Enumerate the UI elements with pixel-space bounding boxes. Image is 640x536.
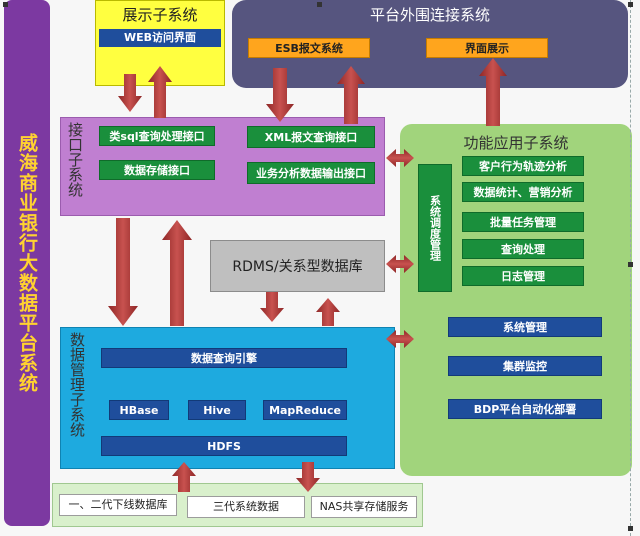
source-item: 三代系统数据: [187, 496, 305, 518]
arrow-down: [260, 292, 284, 322]
system-management: 系统管理: [448, 317, 602, 337]
hdfs: HDFS: [101, 436, 347, 456]
system-title: 威海商业银行大数据平台系统: [16, 133, 38, 393]
source-item: 一、二代下线数据库: [59, 494, 177, 516]
arrow-down: [118, 74, 142, 112]
scheduling-management: 系统调度管理: [418, 164, 452, 292]
xml-query-interface: XML报文查询接口: [247, 126, 375, 148]
functional-app-subsystem: 功能应用子系统 系统调度管理 客户行为轨迹分析 数据统计、营销分析 批量任务管理…: [400, 124, 632, 476]
arrow-down: [108, 218, 138, 326]
handle: [317, 2, 322, 7]
web-access-interface: WEB访问界面: [99, 29, 221, 47]
arrow-double: [386, 149, 414, 167]
source-item: NAS共享存储服务: [311, 496, 417, 518]
app-item: 数据统计、营销分析: [462, 182, 584, 202]
interface-subsystem: 接口子系统 类sql查询处理接口 XML报文查询接口 数据存储接口 业务分析数据…: [60, 117, 385, 216]
display-subsystem-title: 展示子系统: [122, 6, 198, 24]
app-item: 客户行为轨迹分析: [462, 156, 584, 176]
cluster-monitoring: 集群监控: [448, 356, 602, 376]
platform-title: 平台外围连接系统: [369, 6, 490, 24]
data-subsystem-title: 数据管理子系统: [68, 332, 86, 437]
arrow-up: [172, 462, 196, 492]
app-item: 查询处理: [462, 239, 584, 259]
ui-display: 界面展示: [426, 38, 548, 58]
right-edge-border: [630, 0, 636, 536]
arrow-up: [162, 220, 192, 326]
mapreduce: MapReduce: [263, 400, 347, 420]
scheduling-label: 系统调度管理: [428, 195, 442, 261]
arrow-double: [386, 330, 414, 348]
handle: [3, 2, 8, 7]
data-management-subsystem: 数据管理子系统 数据查询引擎 HBase Hive MapReduce HDFS: [60, 327, 395, 469]
platform-external-system: 平台外围连接系统 ESB报文系统 界面展示: [232, 0, 628, 88]
arrow-up: [148, 66, 172, 118]
sql-query-interface: 类sql查询处理接口: [99, 126, 215, 146]
data-storage-interface: 数据存储接口: [99, 160, 215, 180]
arrow-up: [479, 58, 507, 126]
arrow-double: [386, 255, 414, 273]
interface-subsystem-title: 接口子系统: [66, 122, 84, 197]
handle: [628, 526, 633, 531]
bdp-auto-deploy: BDP平台自动化部署: [448, 399, 602, 419]
handle: [628, 262, 633, 267]
system-title-bar: 威海商业银行大数据平台系统: [4, 0, 50, 526]
app-item: 日志管理: [462, 266, 584, 286]
hbase: HBase: [109, 400, 169, 420]
app-subsystem-title: 功能应用子系统: [463, 134, 569, 152]
arrow-up: [337, 66, 365, 124]
data-query-engine: 数据查询引擎: [101, 348, 347, 368]
arrow-down: [266, 68, 294, 122]
hive: Hive: [188, 400, 246, 420]
app-item: 批量任务管理: [462, 212, 584, 232]
esb-message-system: ESB报文系统: [248, 38, 370, 58]
data-sources: 一、二代下线数据库 三代系统数据 NAS共享存储服务: [52, 483, 423, 527]
arrow-down: [296, 462, 320, 492]
rdms-database: RDMS/关系型数据库: [210, 240, 385, 292]
rdms-label: RDMS/关系型数据库: [232, 259, 363, 275]
business-output-interface: 业务分析数据输出接口: [247, 162, 375, 184]
handle: [628, 2, 633, 7]
arrow-up: [316, 298, 340, 326]
